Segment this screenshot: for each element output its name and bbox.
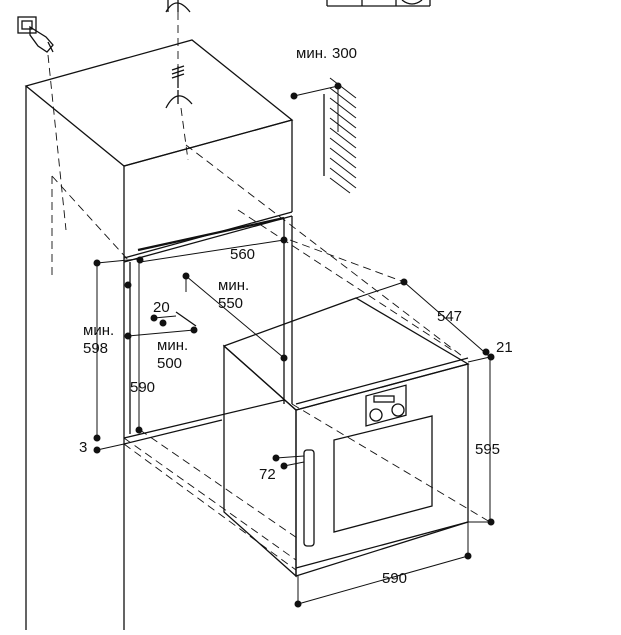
- tall-cabinet: [24, 39, 294, 630]
- oven-top: [222, 297, 470, 411]
- oven-knob-left-icon: [369, 408, 383, 422]
- label-min300-value: 300: [332, 45, 357, 62]
- oven-knob-right-icon: [391, 403, 405, 417]
- oven: [222, 297, 470, 578]
- projection-lines: [51, 144, 491, 571]
- ventilation-area: [323, 77, 357, 194]
- label-min598-prefix: мин.: [83, 322, 114, 339]
- dimension-labels: мин. 300 560 мин. 550 20 мин. 500 мин. 5…: [79, 45, 513, 587]
- label-595: 595: [475, 441, 500, 458]
- label-72: 72: [259, 466, 276, 483]
- oven-control-panel: [365, 384, 407, 427]
- label-min550-prefix: мин.: [218, 277, 249, 294]
- oven-display: [373, 395, 395, 403]
- label-20: 20: [153, 299, 170, 316]
- label-min550-value: 550: [218, 295, 243, 312]
- label-min300-prefix: мин.: [296, 45, 327, 62]
- power-plug-icon: [17, 16, 67, 231]
- cable-passage-icon: [165, 0, 193, 161]
- label-547: 547: [437, 308, 462, 325]
- label-560: 560: [230, 246, 255, 263]
- label-21: 21: [496, 339, 513, 356]
- label-min500-prefix: мин.: [157, 337, 188, 354]
- oven-side: [223, 344, 297, 578]
- label-590-niche: 590: [130, 379, 155, 396]
- label-min598-value: 598: [83, 340, 108, 357]
- dimension-lines: [93, 82, 495, 608]
- oven-door-handle: [303, 449, 315, 547]
- table-fragment: [326, 0, 431, 7]
- oven-window: [333, 415, 433, 533]
- label-min500-value: 500: [157, 355, 182, 372]
- label-590-width: 590: [382, 570, 407, 587]
- label-3: 3: [79, 439, 87, 456]
